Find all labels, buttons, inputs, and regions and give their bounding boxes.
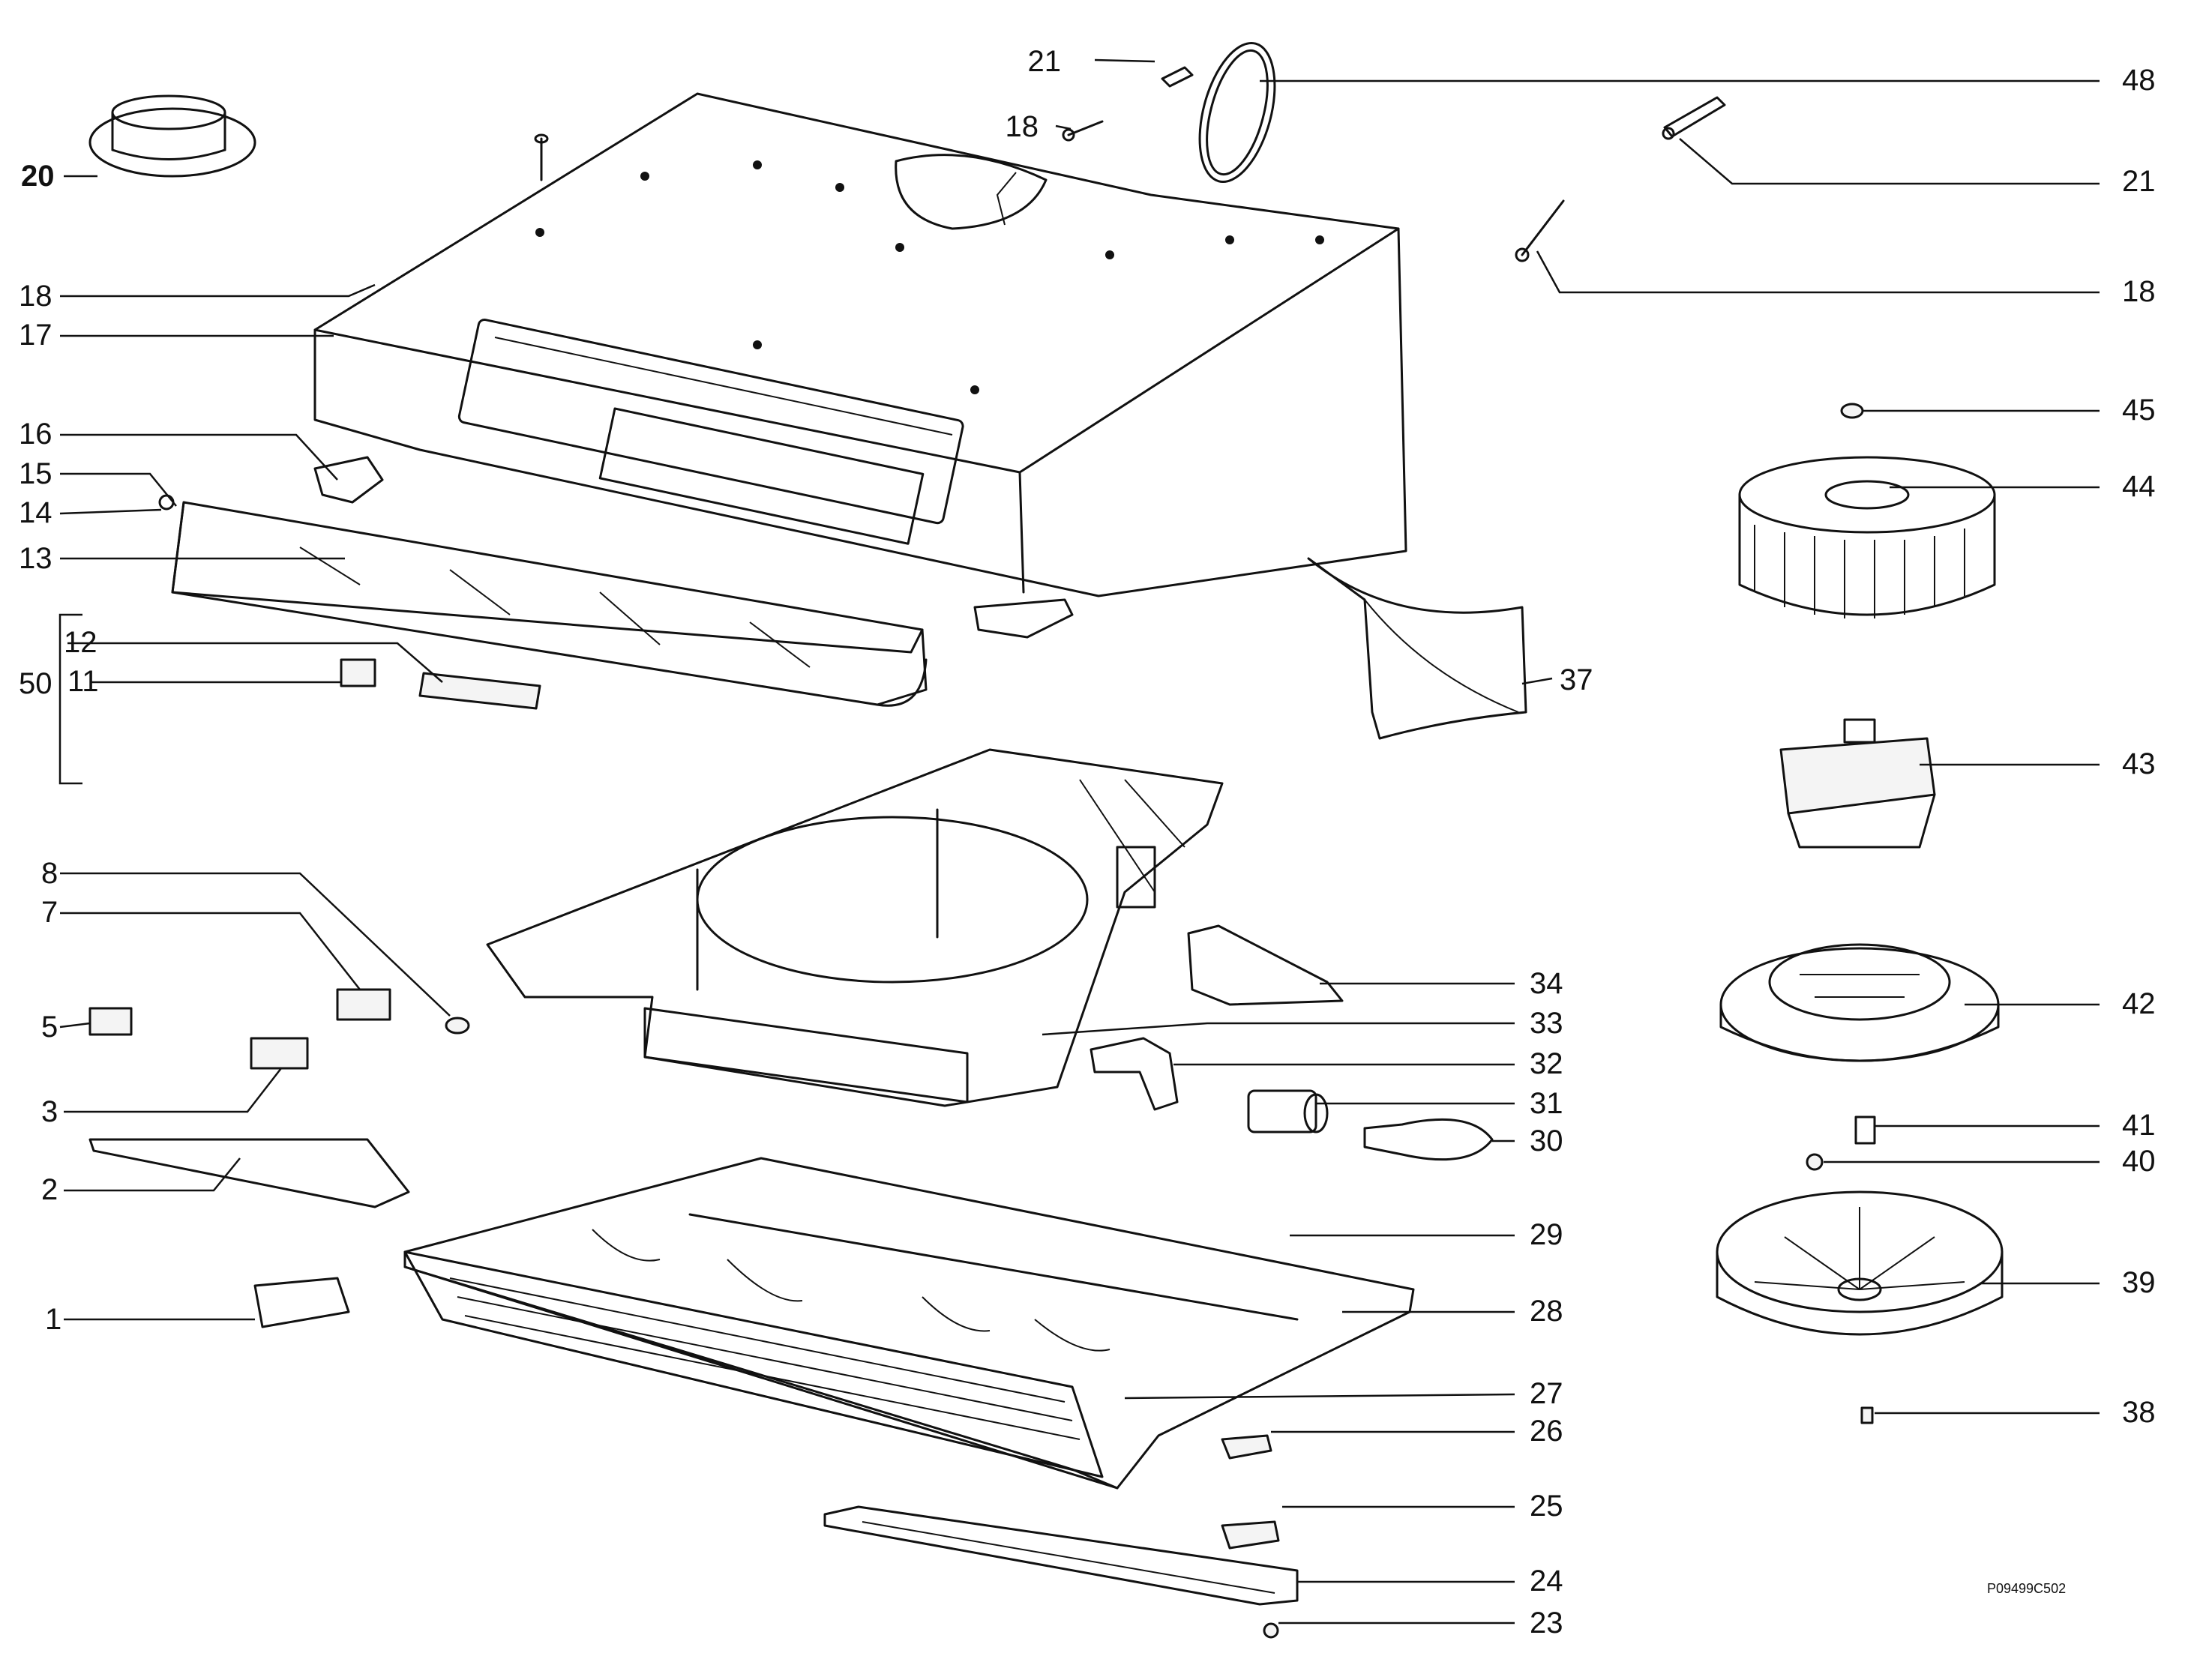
part-23-screw	[1263, 1622, 1279, 1639]
label-33: 33	[1530, 1007, 1563, 1040]
part-25-clip	[1221, 1520, 1280, 1550]
label-12: 12	[64, 626, 97, 659]
label-18-right: 18	[2122, 275, 2156, 308]
label-7: 7	[41, 896, 58, 929]
part-11-switch-clip	[340, 658, 376, 687]
label-17: 17	[19, 319, 52, 352]
part-18-screw-mid	[1062, 120, 1104, 142]
label-5: 5	[41, 1011, 58, 1044]
part-34-lamp-cover	[1187, 924, 1344, 1006]
label-31: 31	[1530, 1087, 1563, 1120]
part-37-air-deflector	[1307, 557, 1527, 740]
part-32-lamp-holder-bracket	[1090, 1037, 1179, 1111]
label-29: 29	[1530, 1218, 1563, 1251]
label-20: 20	[21, 160, 55, 193]
label-2: 2	[41, 1173, 58, 1206]
part-5-switch	[88, 1007, 133, 1036]
part-40-nut	[1806, 1153, 1824, 1171]
callout-labels: 21 48 18 21 18 45 44 43 42 41 40 39 38 3…	[19, 45, 2156, 1640]
label-15: 15	[19, 457, 52, 490]
label-23: 23	[1530, 1607, 1563, 1640]
part-24-bottom-panel	[823, 1505, 1299, 1606]
label-18-mid: 18	[1006, 110, 1039, 143]
part-31-lamp-socket	[1247, 1089, 1329, 1133]
label-43: 43	[2122, 747, 2156, 780]
leader-lines	[59, 58, 2100, 1625]
part-7-terminal-block	[336, 988, 391, 1021]
part-16-hinge-bracket-right	[973, 598, 1074, 639]
label-41: 41	[2122, 1109, 2156, 1142]
part-39-fan-housing	[1716, 1190, 2004, 1336]
drawing-code: P09499C502	[1987, 1581, 2066, 1596]
part-48-seal-ring	[1198, 42, 1276, 183]
part-45-nut	[1840, 403, 1864, 419]
part-21-clip-top	[1161, 66, 1194, 88]
label-21-top: 21	[1028, 45, 1062, 78]
label-42: 42	[2122, 987, 2156, 1020]
part-33-inner-frame	[486, 748, 1224, 1107]
part-38-screw	[1860, 1406, 1874, 1424]
label-44: 44	[2122, 470, 2156, 503]
label-8: 8	[41, 857, 58, 890]
label-45: 45	[2122, 394, 2156, 427]
part-41-clip	[1854, 1115, 1876, 1145]
part-8-clip	[445, 1017, 470, 1035]
part-20-duct-collar	[88, 94, 256, 178]
label-40: 40	[2122, 1145, 2156, 1178]
label-1: 1	[45, 1303, 61, 1336]
label-3: 3	[41, 1095, 58, 1128]
label-26: 26	[1530, 1415, 1563, 1448]
label-50: 50	[19, 667, 52, 700]
part-18-screw-top	[534, 133, 549, 181]
part-44-fan-wheel	[1738, 456, 1996, 618]
part-21-clip-right	[1662, 96, 1726, 140]
label-27: 27	[1530, 1377, 1563, 1410]
label-32: 32	[1530, 1047, 1563, 1080]
label-48: 48	[2122, 64, 2156, 97]
label-38: 38	[2122, 1396, 2156, 1429]
label-16: 16	[19, 418, 52, 451]
label-11: 11	[67, 665, 99, 698]
part-2-control-bracket	[88, 1138, 410, 1208]
label-39: 39	[2122, 1266, 2156, 1299]
part-17-hood-body	[313, 92, 1407, 597]
part-1-switch-plate	[253, 1277, 350, 1328]
label-28: 28	[1530, 1295, 1563, 1328]
part-43-motor	[1779, 718, 1936, 849]
part-27-grease-filter	[403, 1250, 1104, 1478]
group-50-bracket	[58, 613, 82, 785]
label-21-right: 21	[2122, 165, 2156, 198]
part-12-switch-bar	[418, 672, 541, 710]
label-25: 25	[1530, 1490, 1563, 1523]
label-37: 37	[1560, 663, 1593, 696]
label-14: 14	[19, 496, 52, 529]
label-24: 24	[1530, 1565, 1563, 1598]
part-26-clip	[1221, 1434, 1272, 1460]
part-14-screw	[158, 494, 175, 511]
part-18-screw-right	[1515, 199, 1565, 262]
label-30: 30	[1530, 1124, 1563, 1157]
part-3-switch-housing	[250, 1037, 309, 1070]
label-13: 13	[19, 542, 52, 575]
label-18-left: 18	[19, 280, 52, 313]
part-13-visor-panel	[171, 501, 928, 707]
part-42-motor-mount	[1719, 943, 2000, 1062]
part-16-hinge-bracket	[313, 456, 384, 504]
label-34: 34	[1530, 967, 1563, 1000]
part-30-bulb	[1363, 1118, 1494, 1161]
